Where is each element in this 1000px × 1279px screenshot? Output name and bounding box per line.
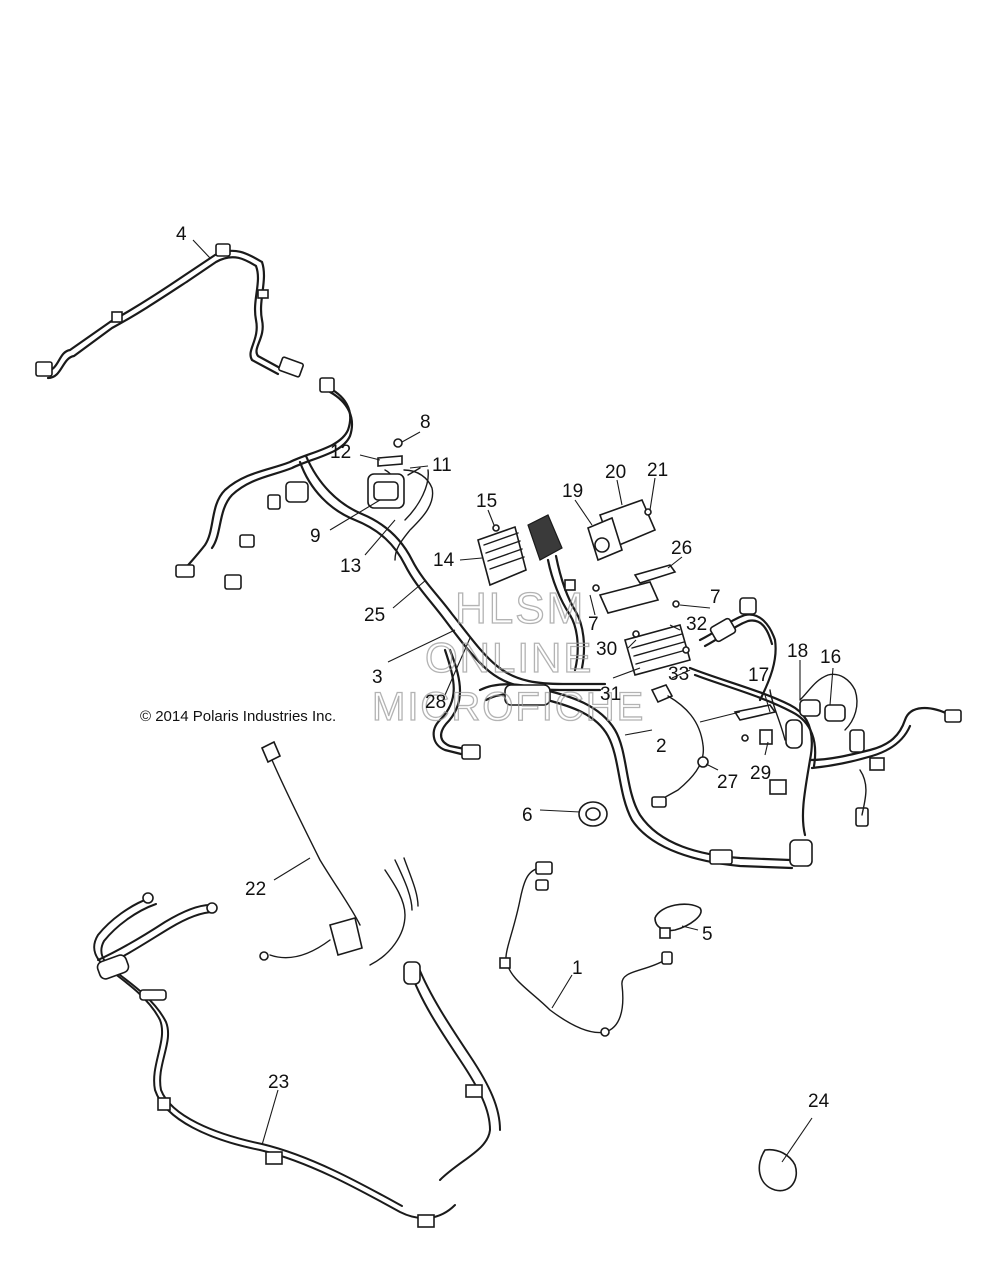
label-25 [633, 564, 677, 584]
callout-31: 32 [686, 614, 707, 635]
callout-30: 31 [600, 684, 621, 705]
grommet-6 [578, 801, 608, 827]
harness-3 [175, 377, 813, 870]
watermark: HLSM ONLINE MICROFICHE [371, 583, 645, 729]
callouts: 4 8 12 11 9 13 15 14 19 20 21 26 7 7 25 … [176, 224, 841, 1112]
callout-13: 14 [433, 550, 455, 571]
callout-22: 23 [268, 1072, 289, 1093]
harness-22 [93, 892, 501, 1228]
copyright-text: © 2014 Polaris Industries Inc. [140, 708, 336, 725]
callout-24: 25 [364, 605, 385, 626]
callout-6: 6 [522, 805, 533, 826]
gasket-23 [758, 1148, 797, 1192]
callout-25: 26 [671, 538, 692, 559]
watermark-line-1: HLSM [455, 584, 585, 633]
relay-7 [592, 581, 680, 614]
callout-5: 5 [702, 924, 713, 945]
callout-17: 18 [787, 641, 808, 662]
fuse-box [587, 498, 657, 562]
callout-21: 22 [245, 879, 266, 900]
callout-9: 9 [310, 526, 321, 547]
callout-15: 16 [820, 647, 841, 668]
ecu-module [477, 524, 527, 587]
harness-21 [259, 740, 419, 966]
callout-29: 30 [596, 639, 617, 660]
ignition-coil-assembly [367, 438, 434, 561]
callout-23: 24 [808, 1091, 830, 1112]
callout-7-right: 7 [710, 587, 721, 608]
callout-2: 2 [656, 736, 667, 757]
key-fob-5 [654, 903, 702, 939]
callout-7-left: 7 [588, 614, 599, 635]
harness-right [688, 597, 962, 837]
fuse-block [624, 624, 691, 676]
callout-10: 11 [432, 455, 452, 476]
callout-1: 1 [572, 958, 583, 979]
callout-11: 12 [330, 442, 351, 463]
callout-20: 21 [647, 460, 668, 481]
connector-cluster [527, 514, 586, 672]
callout-27: 28 [425, 692, 446, 713]
callout-18: 19 [562, 481, 583, 502]
callout-16: 17 [748, 665, 769, 686]
callout-28: 29 [750, 763, 771, 784]
callout-26: 27 [717, 772, 738, 793]
callout-14: 15 [476, 491, 497, 512]
callout-19: 20 [605, 462, 626, 483]
watermark-line-3: MICROFICHE [372, 685, 645, 729]
watermark-line-2: ONLINE [425, 634, 593, 681]
leader-lines [192, 239, 834, 1163]
harness-1 [499, 861, 673, 1037]
sensor-2 [650, 684, 709, 808]
callout-4: 4 [176, 224, 187, 245]
harness-4 [35, 243, 304, 380]
callout-12: 13 [340, 556, 361, 577]
callout-32: 33 [668, 664, 689, 685]
callout-3: 3 [372, 667, 383, 688]
callout-8: 8 [420, 412, 431, 433]
